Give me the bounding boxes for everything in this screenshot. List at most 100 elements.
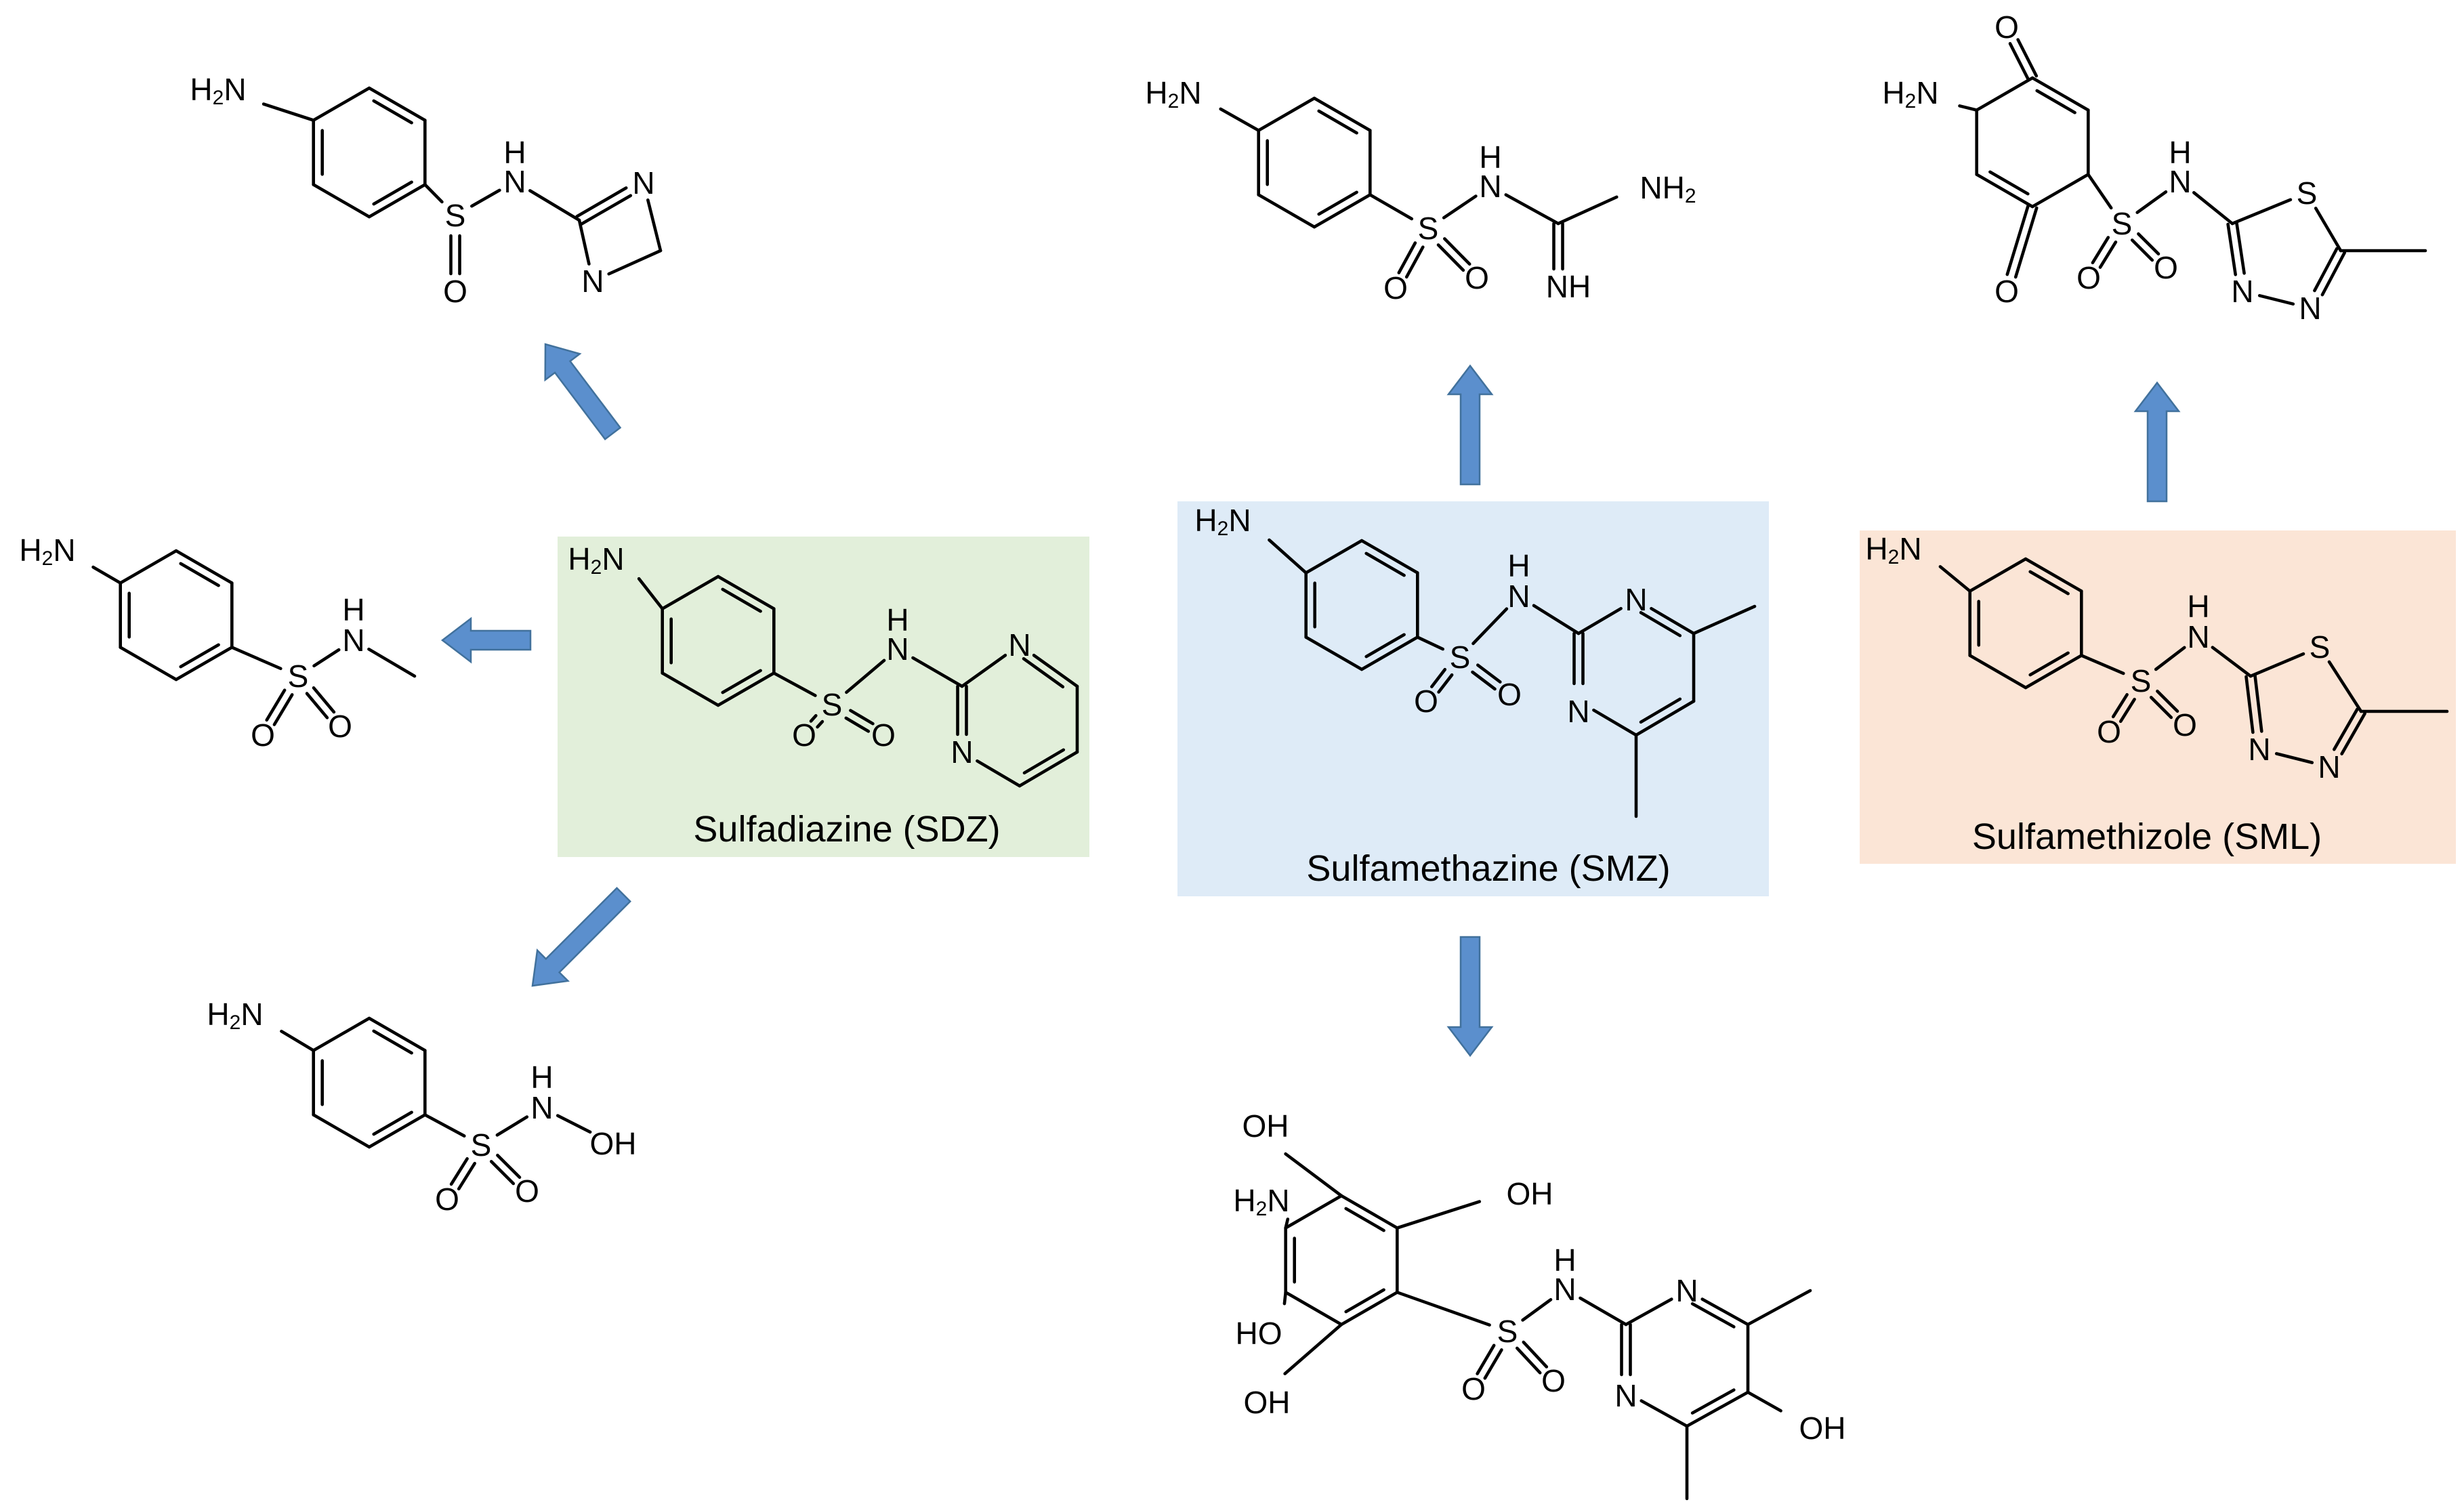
sml-nh-label: N xyxy=(2187,619,2209,654)
bond xyxy=(1219,107,1260,132)
bond xyxy=(1022,656,1065,689)
bond xyxy=(367,1113,427,1149)
bond xyxy=(2211,646,2253,678)
bond xyxy=(2130,238,2154,262)
smz-ring-n-label: N xyxy=(1567,694,1589,729)
bond xyxy=(367,647,417,678)
bond xyxy=(2024,654,2083,690)
bond xyxy=(816,719,824,729)
sdz-nh-label: N xyxy=(886,631,909,667)
bond xyxy=(1476,663,1502,684)
bond xyxy=(1690,1388,1736,1415)
bl-nh-label: N xyxy=(530,1090,553,1125)
bl-h-label: H xyxy=(530,1060,553,1095)
tr-ring-s-label: S xyxy=(2297,175,2318,211)
bm-hydroxyl-label: HO xyxy=(1236,1316,1282,1351)
bond xyxy=(1257,193,1316,229)
bond xyxy=(1304,635,1364,671)
bond xyxy=(312,648,341,668)
bond xyxy=(2149,696,2173,719)
ml-h-label: H xyxy=(342,592,364,627)
bond xyxy=(1522,1340,1549,1369)
bond xyxy=(2274,752,2314,764)
bond xyxy=(272,693,294,726)
arrow-sdz-to-n-methyl xyxy=(440,617,532,664)
bond xyxy=(423,183,444,204)
bond xyxy=(1442,194,1478,220)
bond xyxy=(1018,750,1079,788)
bond xyxy=(1579,1296,1628,1327)
arrow-smz-to-guanidine xyxy=(1446,364,1494,486)
bond xyxy=(1360,539,1419,575)
bond xyxy=(449,1157,469,1186)
bond xyxy=(230,646,283,671)
sdz-oxygen-label: O xyxy=(792,717,816,753)
bm-hydroxyl-label: OH xyxy=(1244,1385,1291,1420)
tm-nh-label: N xyxy=(1479,169,1501,204)
smz-nh-label: N xyxy=(1507,579,1530,614)
smz-sulfur-label: S xyxy=(1450,640,1471,675)
bond xyxy=(2080,654,2125,675)
bond xyxy=(1344,1288,1385,1314)
bond xyxy=(1690,1302,1736,1329)
ml-oxygen-label: O xyxy=(328,709,352,744)
ml-sulfur-label: S xyxy=(288,659,309,694)
bm-ring-n-label: N xyxy=(1614,1378,1637,1413)
arrow-sml-to-quinone xyxy=(2133,381,2181,503)
bond xyxy=(1504,193,1560,226)
tr-quinone-o-label: O xyxy=(1995,274,2019,309)
bond xyxy=(1988,170,2030,196)
bm-sulfur-label: S xyxy=(1497,1314,1518,1349)
ml-amine-label: H2N xyxy=(19,533,75,570)
bond xyxy=(367,183,427,219)
tm-oxygen-label: O xyxy=(1383,270,1408,306)
bond xyxy=(1975,173,2034,209)
ml-oxygen-label: O xyxy=(251,717,275,753)
tl-oxygen-label: O xyxy=(443,274,467,309)
bond xyxy=(2016,38,2039,78)
bond xyxy=(1284,1152,1343,1198)
bond xyxy=(2257,293,2295,306)
bond xyxy=(1958,104,1978,112)
bond xyxy=(2135,190,2168,214)
bond xyxy=(2030,173,2090,209)
bond xyxy=(1592,708,1638,737)
bond xyxy=(1396,1291,1491,1327)
tm-amine-label: H2N xyxy=(1145,75,1201,112)
sml-ring-n-label: N xyxy=(2318,749,2340,785)
tm-h-label: H xyxy=(1479,140,1501,175)
bond xyxy=(1364,633,1406,659)
bond xyxy=(2013,206,2039,279)
bond xyxy=(579,194,633,226)
bond xyxy=(280,1029,316,1052)
bond xyxy=(1443,237,1471,266)
smz-oxygen-label: O xyxy=(1414,684,1438,719)
bond xyxy=(2091,236,2110,265)
bond xyxy=(372,1029,413,1055)
tm-nh2-label: NH2 xyxy=(1640,170,1696,207)
bond xyxy=(772,671,817,697)
bond xyxy=(1968,557,2028,593)
bond xyxy=(1312,96,1372,132)
bond xyxy=(1639,610,1682,638)
bond xyxy=(2024,557,2083,593)
bond xyxy=(2327,660,2363,713)
tm-oxygen-label: O xyxy=(1465,260,1489,295)
bond xyxy=(119,646,178,682)
smz-oxygen-label: O xyxy=(1497,677,1522,712)
bond xyxy=(2314,207,2343,253)
bond xyxy=(2028,651,2070,677)
bond xyxy=(2098,240,2118,269)
smz-box xyxy=(1177,501,1769,896)
bond xyxy=(1022,748,1066,775)
bond xyxy=(1975,76,2034,112)
bond xyxy=(2156,689,2179,713)
bond xyxy=(2340,711,2366,755)
bond xyxy=(2030,76,2090,112)
sml-oxygen-label: O xyxy=(2173,707,2197,743)
sdz-caption: Sulfadiazine (SDZ) xyxy=(693,809,1000,850)
bond xyxy=(1576,606,1623,635)
bond xyxy=(174,646,234,682)
bond xyxy=(661,575,720,610)
